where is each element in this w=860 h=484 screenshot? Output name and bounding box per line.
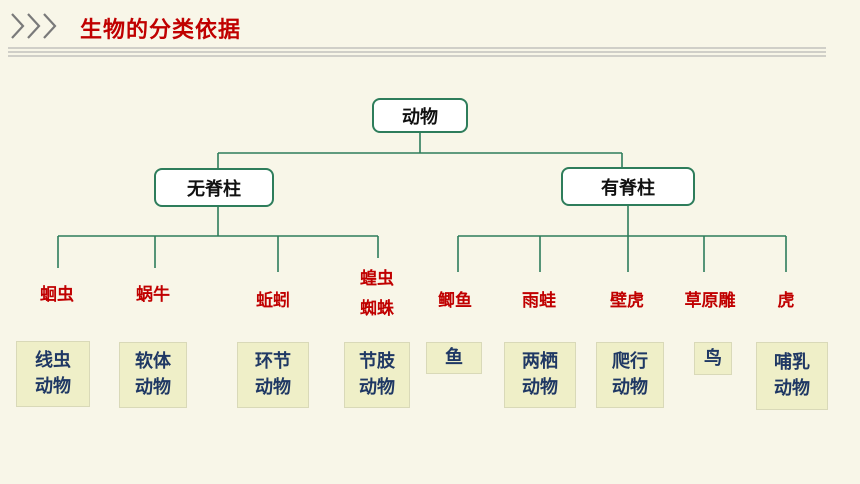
category-fish: 鱼 — [426, 342, 482, 374]
title-underline — [8, 47, 826, 57]
category-reptile: 爬行动物 — [596, 342, 664, 408]
animal-steppe-eagle: 草原雕 — [684, 291, 736, 311]
chevrons-icon — [11, 13, 57, 39]
animal-snail: 蜗牛 — [136, 285, 170, 305]
animal-frog: 雨蛙 — [522, 291, 556, 311]
animal-gecko: 壁虎 — [610, 291, 644, 311]
animal-locust: 蝗虫 — [360, 269, 394, 289]
animal-tiger: 虎 — [777, 291, 795, 311]
animal-crucian-carp: 鲫鱼 — [438, 291, 472, 311]
animal-spider: 蜘蛛 — [360, 299, 394, 319]
page-title: 生物的分类依据 — [80, 18, 242, 43]
category-mammal: 哺乳动物 — [756, 342, 828, 410]
node-invertebrate: 无脊柱 — [154, 168, 274, 207]
category-mollusk: 软体动物 — [119, 342, 187, 408]
category-bird: 鸟 — [694, 342, 732, 375]
root-node-animal: 动物 — [372, 98, 468, 133]
category-annelid: 环节动物 — [237, 342, 309, 408]
animal-locust-spider: 蝗虫 蜘蛛 — [340, 264, 414, 324]
animal-roundworm: 蛔虫 — [40, 285, 74, 305]
category-amphibian: 两栖动物 — [504, 342, 576, 408]
category-nematode: 线虫动物 — [16, 341, 90, 407]
category-arthropod: 节肢动物 — [344, 342, 410, 408]
node-vertebrate: 有脊柱 — [561, 167, 695, 206]
animal-earthworm: 蚯蚓 — [256, 291, 290, 311]
